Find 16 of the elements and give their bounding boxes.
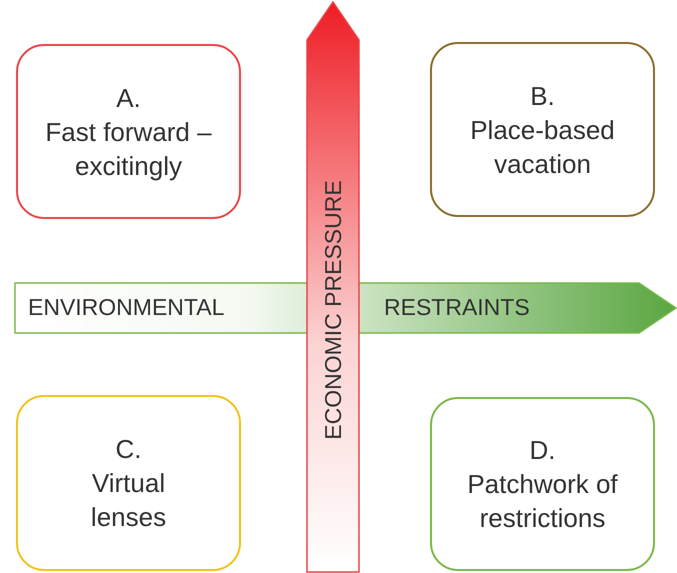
quadrant-label: Place-based vacation [469,114,616,180]
quadrant-letter: B. [530,80,555,112]
quadrant-letter: C. [116,433,142,466]
axis-label: RESTRAINTS [384,293,530,322]
axis-label: ECONOMIC PRESSURE [319,180,347,440]
axis-label: ENVIRONMENTAL [28,293,224,322]
quadrant-label: Virtual lenses [90,467,168,534]
rounded-box [430,397,655,571]
quadrant-letter: D. [530,434,556,467]
rounded-box [430,42,655,217]
rounded-box [16,44,241,219]
arrow-band [306,0,360,573]
rounded-box [16,395,241,571]
quadrant-label: Patchwork of restrictions [466,468,619,535]
quadrant-letter: A. [116,82,141,114]
quadrant-label: Fast forward – excitingly [44,116,213,182]
